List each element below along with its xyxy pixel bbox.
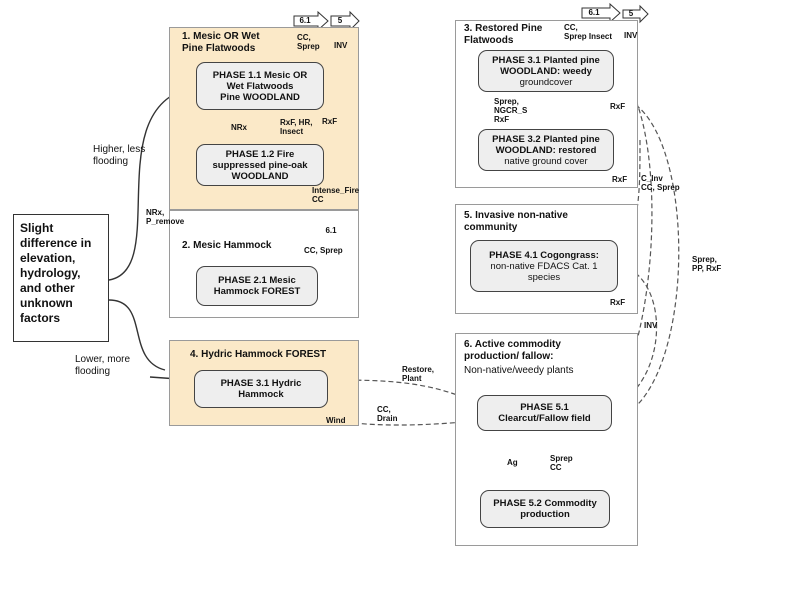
badge-arrow-6-1-top bbox=[293, 10, 329, 32]
label-wind: Wind bbox=[326, 416, 346, 425]
state-6-subtitle: Non-native/weedy plants bbox=[464, 365, 574, 376]
badge-arrow-6-1-restored bbox=[581, 2, 621, 24]
badge-arrow-5-restored bbox=[622, 4, 649, 24]
arrow-higher-flooding bbox=[108, 85, 191, 281]
label-nrx: NRx bbox=[231, 123, 248, 132]
label-nrx-premove: NRx,P_remove bbox=[146, 208, 185, 226]
factor-line: and other bbox=[20, 281, 75, 295]
label-ag: Ag bbox=[507, 458, 518, 467]
label-cc-sprep-mesic: CC, Sprep bbox=[304, 246, 343, 255]
badge-6-1-mesic: 6.1 bbox=[325, 226, 337, 235]
label-rxf: RxF bbox=[322, 117, 338, 126]
phase-4-1: PHASE 4.1 Cogongrass:non-native FDACS Ca… bbox=[470, 240, 618, 292]
label-rxf-3-2: RxF bbox=[612, 175, 628, 184]
arrow-5-1-to-3-2 bbox=[611, 94, 680, 421]
label-cc-sprep: CC,Sprep bbox=[297, 33, 320, 51]
state-4-title: 4. Hydric Hammock FOREST bbox=[190, 349, 327, 360]
label-inv-restored: INV bbox=[624, 31, 638, 40]
state-2-title: 2. Mesic Hammock bbox=[182, 240, 272, 251]
label-rxf-4-1: RxF bbox=[610, 298, 626, 307]
factor-line: difference in bbox=[20, 236, 92, 250]
arrow-lower-flooding bbox=[108, 299, 166, 371]
factor-line: Slight bbox=[20, 221, 54, 235]
badge-arrow-5-top bbox=[330, 10, 360, 32]
label-inv: INV bbox=[334, 41, 348, 50]
factor-line: unknown bbox=[20, 296, 73, 310]
badge-6-1-restored: 6.1 bbox=[588, 8, 600, 17]
label-restore-plant: Restore,Plant bbox=[402, 365, 435, 383]
label-rxf-3-1: RxF bbox=[610, 102, 626, 111]
badge-5-top: 5 bbox=[337, 16, 343, 25]
factor-line: factors bbox=[20, 311, 61, 325]
factor-box: Slight difference in elevation, hydrolog… bbox=[13, 214, 109, 342]
label-rxf-hr-insect: RxF, HR,Insect bbox=[280, 118, 313, 136]
label-inv-6: INV bbox=[644, 321, 658, 330]
label-cc-drain: CC,Drain bbox=[377, 405, 398, 423]
label-sprep-pp-rxf: Sprep,PP, RxF bbox=[692, 255, 722, 273]
factor-line: elevation, bbox=[20, 251, 76, 265]
label-cc-sprep-insect: CC,Sprep Insect bbox=[564, 23, 613, 41]
badge-6-1-top: 6.1 bbox=[299, 16, 311, 25]
badge-5-restored: 5 bbox=[628, 9, 634, 18]
factor-line: hydrology, bbox=[20, 266, 81, 280]
